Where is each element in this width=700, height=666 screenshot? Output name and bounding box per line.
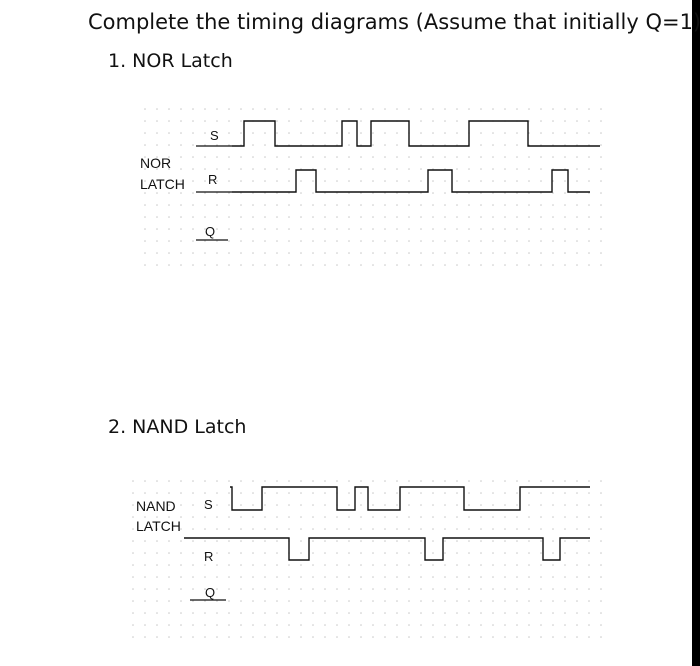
- nand-r-label: R: [204, 549, 213, 564]
- nand-latch-label-line1: NAND: [136, 498, 176, 514]
- page-title: Complete the timing diagrams (Assume tha…: [88, 10, 700, 34]
- nor-r-label: R: [208, 172, 217, 187]
- nand-s-label: S: [204, 497, 213, 512]
- nor-latch-label-line2: LATCH: [140, 176, 185, 192]
- page-edge-bar: [692, 0, 700, 666]
- nor-r-waveform: [232, 169, 590, 193]
- nor-latch-label-line1: NOR: [140, 155, 171, 171]
- nand-r-waveform: [184, 537, 590, 561]
- nand-grid: [128, 472, 606, 638]
- nor-s-label: S: [210, 128, 219, 143]
- nand-q-label: Q: [205, 585, 215, 600]
- nand-latch-heading: 2. NAND Latch: [108, 416, 247, 438]
- nand-latch-label-line2: LATCH: [136, 518, 181, 534]
- nor-latch-heading: 1. NOR Latch: [108, 50, 233, 72]
- nor-grid: [135, 106, 605, 272]
- nand-s-waveform: [230, 486, 590, 511]
- nor-q-label: Q: [205, 224, 215, 239]
- nor-s-waveform: [232, 120, 600, 147]
